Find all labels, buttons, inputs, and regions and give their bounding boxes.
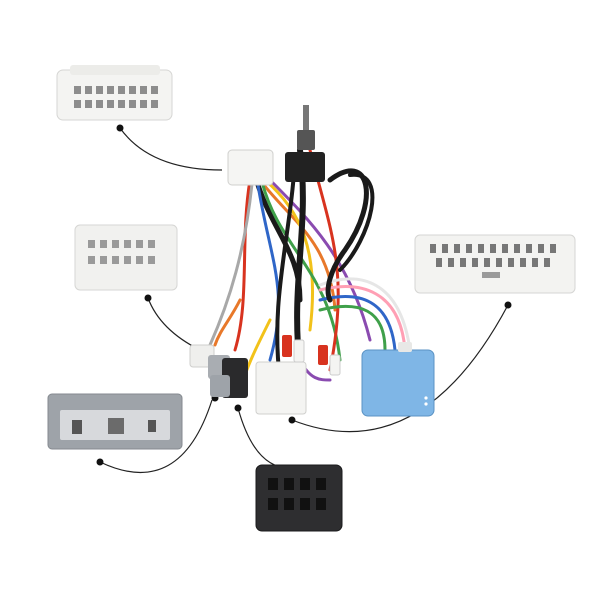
wire [318, 304, 387, 352]
callout-dot [234, 404, 242, 412]
black-connector-bottom [255, 464, 343, 532]
callout-line-bottom-left [99, 399, 213, 474]
wire [325, 168, 369, 303]
harness-white-block-connector [255, 361, 307, 415]
wire [208, 182, 254, 347]
rca-plugs [282, 335, 341, 376]
harness-small-connectors [189, 344, 248, 398]
wire [318, 295, 397, 352]
white-24pin-top-connector [56, 65, 173, 121]
wire [260, 180, 342, 362]
white-wide-connector-right [414, 234, 576, 294]
grey-connector-bottom-left [47, 393, 183, 450]
wire [266, 176, 372, 342]
wire [213, 298, 242, 347]
callout-dots [96, 124, 512, 466]
callout-line-top [119, 127, 223, 171]
wire [275, 158, 297, 382]
callout-dot [96, 458, 104, 466]
harness-white-connector-top [227, 149, 274, 186]
wire [318, 277, 412, 352]
white-16pin-left-connector [74, 224, 178, 291]
callout-dot [144, 294, 152, 302]
callout-dot [504, 301, 512, 309]
wire [233, 178, 252, 352]
wire [318, 285, 407, 352]
callout-dot [288, 416, 296, 424]
callout-dot [116, 124, 124, 132]
blue-canbus-box [361, 342, 435, 417]
antenna-plug [285, 105, 325, 182]
wire [338, 172, 375, 272]
callout-lines [99, 127, 509, 474]
